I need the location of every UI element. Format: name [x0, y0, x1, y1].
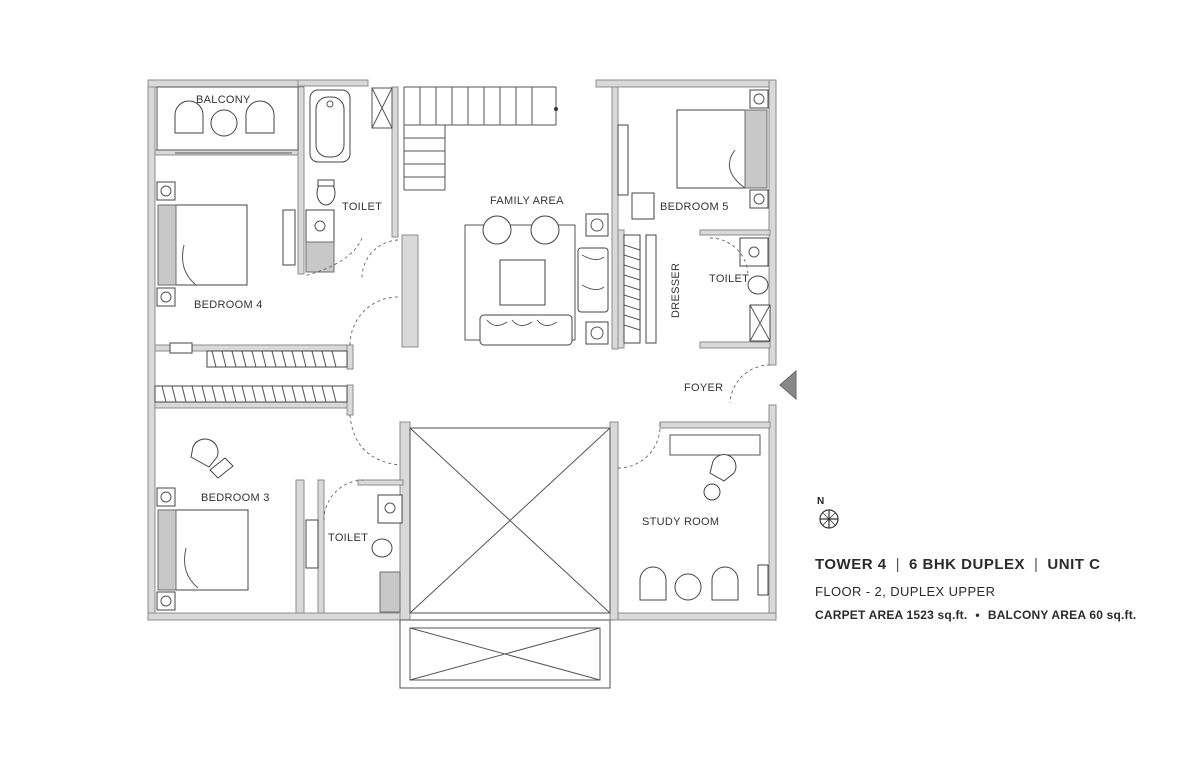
carpet-area: CARPET AREA 1523 sq.ft.: [815, 608, 968, 622]
bedroom3-furniture: [156, 438, 319, 611]
foyer-label: FOYER: [684, 382, 723, 394]
dresser-label: DRESSER: [670, 263, 682, 318]
toilet-bottom-label: TOILET: [328, 532, 368, 544]
central-void: [399, 427, 611, 689]
toilet-top: [303, 87, 399, 279]
toilet-right-label: TOILET: [709, 273, 749, 285]
family-area-label: FAMILY AREA: [490, 195, 564, 207]
outer-walls: [147, 79, 777, 621]
study-furniture: [639, 434, 769, 601]
separator: |: [1034, 556, 1039, 573]
foyer: [349, 364, 771, 469]
unit-title: TOWER 4 | 6 BHK DUPLEX | UNIT C: [815, 556, 1100, 573]
study-room-label: STUDY ROOM: [642, 516, 719, 528]
toilet-right: [709, 237, 771, 342]
bedroom5-furniture: [617, 89, 769, 344]
floor-label: FLOOR - 2, DUPLEX UPPER: [815, 584, 996, 599]
bedroom5-label: BEDROOM 5: [660, 201, 729, 213]
balcony: [156, 86, 299, 154]
balcony-area: BALCONY AREA 60 sq.ft.: [987, 608, 1137, 622]
separator: |: [895, 556, 900, 573]
bedroom4-label: BEDROOM 4: [194, 299, 263, 311]
balcony-label: BALCONY: [196, 94, 251, 106]
north-label: N: [817, 496, 825, 507]
bedroom3-label: BEDROOM 3: [201, 492, 270, 504]
type-label: 6 BHK DUPLEX: [908, 556, 1026, 573]
family-furniture: [464, 213, 609, 346]
compass-icon: [819, 509, 839, 529]
staircase: [403, 86, 558, 191]
bullet: •: [975, 608, 980, 622]
area-line: CARPET AREA 1523 sq.ft. • BALCONY AREA 60 …: [815, 608, 1136, 622]
tower-label: TOWER 4: [815, 556, 887, 573]
toilet-bottom: [323, 479, 403, 613]
unit-label: UNIT C: [1047, 556, 1101, 573]
entry-arrow-icon: [779, 369, 797, 401]
bedroom4-furniture: [154, 181, 399, 403]
toilet-top-label: TOILET: [342, 201, 382, 213]
